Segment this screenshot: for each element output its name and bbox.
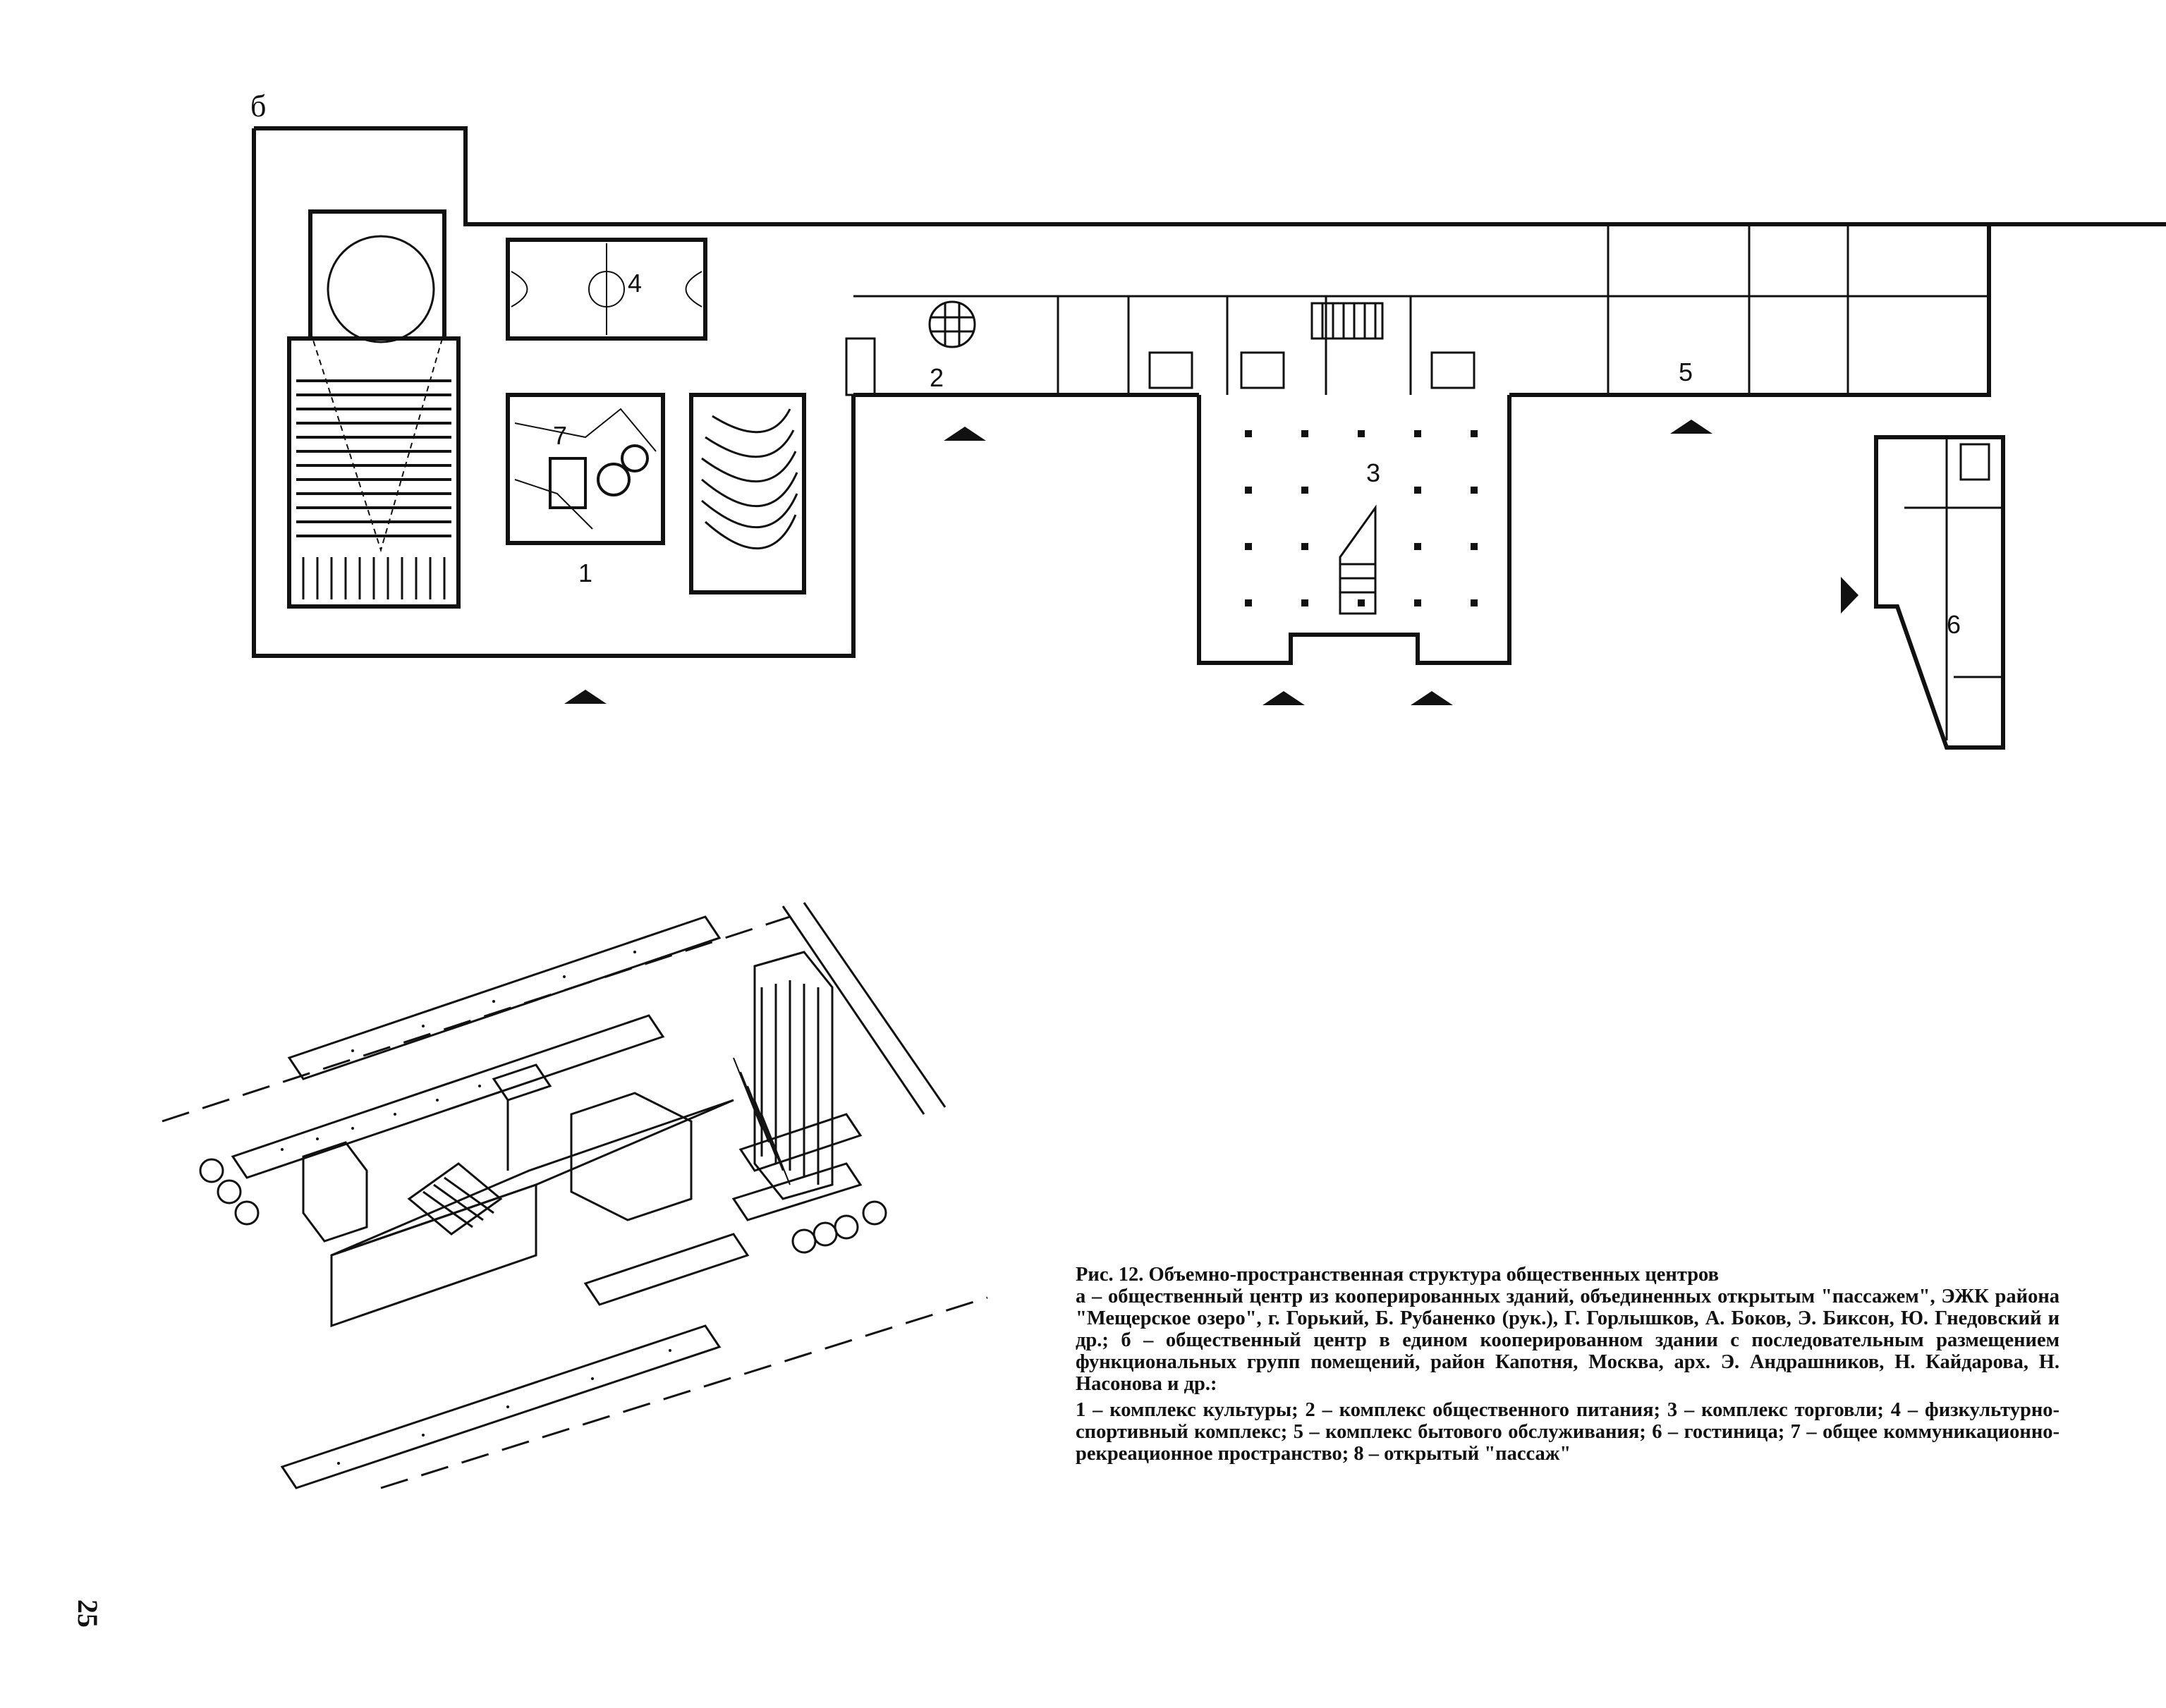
caption-description: а – общественный центр из кооперированны… xyxy=(1076,1286,2059,1395)
zone-label-3: 3 xyxy=(1366,458,1380,487)
zone-label-6: 6 xyxy=(1947,610,1961,639)
zone-label-1: 1 xyxy=(578,559,592,587)
figure-caption: Рис. 12. Объемно-пространственная структ… xyxy=(1076,1264,2059,1465)
caption-title: Рис. 12. Объемно-пространственная структ… xyxy=(1076,1264,1719,1286)
zone-label-5: 5 xyxy=(1679,358,1693,386)
page-number: 25 xyxy=(72,1599,104,1628)
floor-plan-drawing: б 1 2 3 4 5 6 7 xyxy=(250,89,2166,750)
plan-label-b: б xyxy=(250,89,266,123)
caption-legend: 1 – комплекс культуры; 2 – комплекс обще… xyxy=(1076,1399,2059,1465)
zone-label-4: 4 xyxy=(628,269,642,298)
zone-label-2: 2 xyxy=(930,363,944,392)
zone-label-7: 7 xyxy=(553,421,567,450)
